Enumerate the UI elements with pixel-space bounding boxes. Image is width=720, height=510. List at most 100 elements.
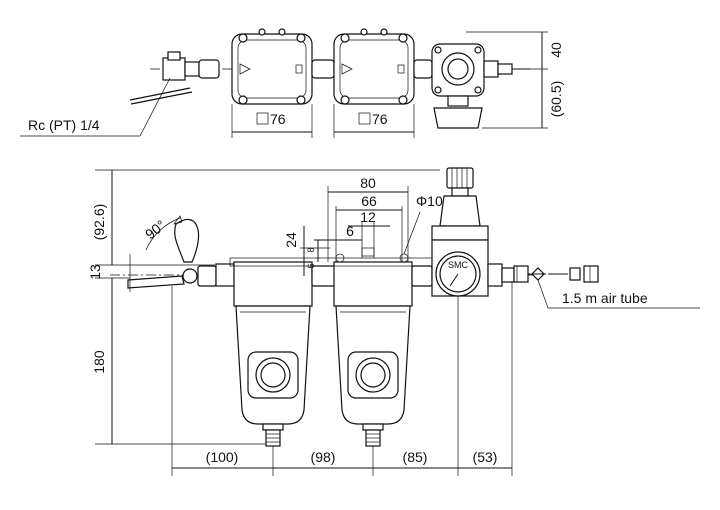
regulator-outlet (487, 263, 503, 287)
air-tube-leader (537, 279, 549, 309)
angle-90-label: 90° (142, 217, 169, 243)
filter-1-bolt-t2 (258, 28, 266, 36)
port-size-label: Rc (PT) 1/4 (28, 117, 100, 133)
ball-valve-top (129, 51, 220, 105)
filter-2-bolt-tl (340, 33, 350, 43)
regulator-gauge-top (433, 107, 483, 129)
port-size-callout: Rc (PT) 1/4 (20, 77, 171, 137)
filter-1-indicator (295, 64, 303, 74)
filter-1-top (231, 28, 313, 105)
front-view: (92.6) 13 180 90° (87, 167, 700, 476)
filter-2-top (333, 28, 415, 105)
regulator-outlet-nut-front (501, 267, 515, 283)
regulator-bolt-br (474, 86, 482, 94)
front-top-dims: 80 66 12 6 Φ10 24 8 6 (283, 175, 443, 276)
fitting-left (198, 59, 220, 79)
tube-fitting-left (513, 265, 529, 283)
dim-6b-label: 6 (306, 263, 316, 268)
connector-2-3-top (413, 59, 433, 79)
dim-92-6-label: (92.6) (91, 204, 107, 241)
valve-stem (167, 51, 181, 61)
filter-2-bolt-br (398, 95, 408, 105)
filter-1-sight-inner (260, 362, 286, 388)
ball-valve-front: 90° (127, 215, 217, 292)
filter-1-head (233, 261, 313, 307)
filter-2-indicator (397, 64, 405, 74)
dim-53-label: (53) (473, 449, 498, 465)
dim-66-label: 66 (361, 193, 377, 209)
top-height-dims: 40 (60.5) (466, 31, 564, 129)
filter-1-flow-arrow (239, 63, 251, 75)
filter-2-top-body (333, 33, 415, 105)
filter-1-bolt-tl (238, 33, 248, 43)
phi-leader (403, 211, 421, 255)
connector-1-2-top (311, 59, 335, 79)
air-tube-label: 1.5 m air tube (562, 290, 648, 306)
filter-2-head (333, 261, 413, 307)
square-symbol-right (358, 112, 371, 125)
filter-1-drain-collar (262, 423, 284, 431)
regulator-bolt-bl (434, 86, 442, 94)
dim-12-label: 12 (360, 209, 376, 225)
filter-2-flow-arrow (341, 63, 353, 75)
front-left-dims: (92.6) 13 180 (87, 169, 440, 445)
regulator-bonnet (439, 195, 481, 227)
valve-stem-front (182, 268, 198, 284)
dim-24-label: 24 (283, 232, 299, 248)
dim-85-label: (85) (403, 449, 428, 465)
filter-1-inlet (215, 263, 235, 287)
dim-180-label: 180 (91, 350, 107, 374)
filter-2-sight-inner (360, 362, 386, 388)
filter-1-bolt-t3 (278, 28, 286, 36)
regulator-front: SMC (431, 167, 515, 297)
connector-2-3-front (411, 265, 433, 287)
regulator-top-knob (447, 58, 469, 80)
port-leader-line (139, 77, 171, 137)
filter-2-drain-collar (362, 423, 384, 431)
regulator-gauge-stem (447, 95, 469, 107)
filter-2-bolt-tr (398, 33, 408, 43)
valve-handle-lever (129, 87, 191, 101)
angle-arrow (173, 215, 183, 225)
regulator-outlet-nut (497, 63, 513, 75)
filter-1-bolt-bl (238, 95, 248, 105)
valve-nut (184, 61, 200, 77)
filter-2-top-inner (339, 39, 409, 99)
regulator-bolt-tr (474, 46, 482, 54)
filter-2-front (333, 261, 413, 447)
valve-handle-lowered (127, 275, 185, 289)
filter-2-bolt-t2 (360, 28, 368, 36)
valve-handle-raised (174, 218, 200, 263)
square-symbol-left (256, 112, 269, 125)
dim-40-label: 40 (548, 42, 564, 58)
regulator-bolt-tl (434, 46, 442, 54)
regulator-knob (446, 167, 474, 189)
valve-body (162, 57, 186, 81)
filter-1-front (215, 261, 313, 447)
regulator-knob-collar (451, 187, 469, 197)
dim-60-5-label: (60.5) (548, 81, 564, 118)
dim-13-label: 13 (87, 264, 103, 280)
air-tube-assembly: 1.5 m air tube (513, 265, 700, 309)
pressure-gauge-needle (449, 273, 459, 287)
dim-6-label: 6 (346, 223, 354, 239)
top-width-dims: 76 76 (231, 104, 415, 138)
regulator-top (431, 43, 530, 129)
valve-handle-lever-edge (130, 91, 193, 105)
regulator-outlet-top (483, 60, 499, 78)
top-view: 76 76 40 (60.5) Rc (PT) 1/4 (20, 28, 564, 138)
dim-100-label: (100) (206, 449, 239, 465)
tube-end-1 (569, 267, 581, 281)
dim-98-label: (98) (311, 449, 336, 465)
filter-1-bolt-br (296, 95, 306, 105)
filter-1-top-body (231, 33, 313, 105)
valve-body-front (197, 265, 217, 287)
filter-2-bolt-bl (340, 95, 350, 105)
phi-10-label: Φ10 (416, 193, 443, 209)
regulator-bonnet-ring (431, 225, 489, 241)
top-width-left-label: 76 (270, 111, 286, 127)
dim-8-label: 8 (306, 247, 316, 252)
filter-1-bolt-tr (296, 33, 306, 43)
